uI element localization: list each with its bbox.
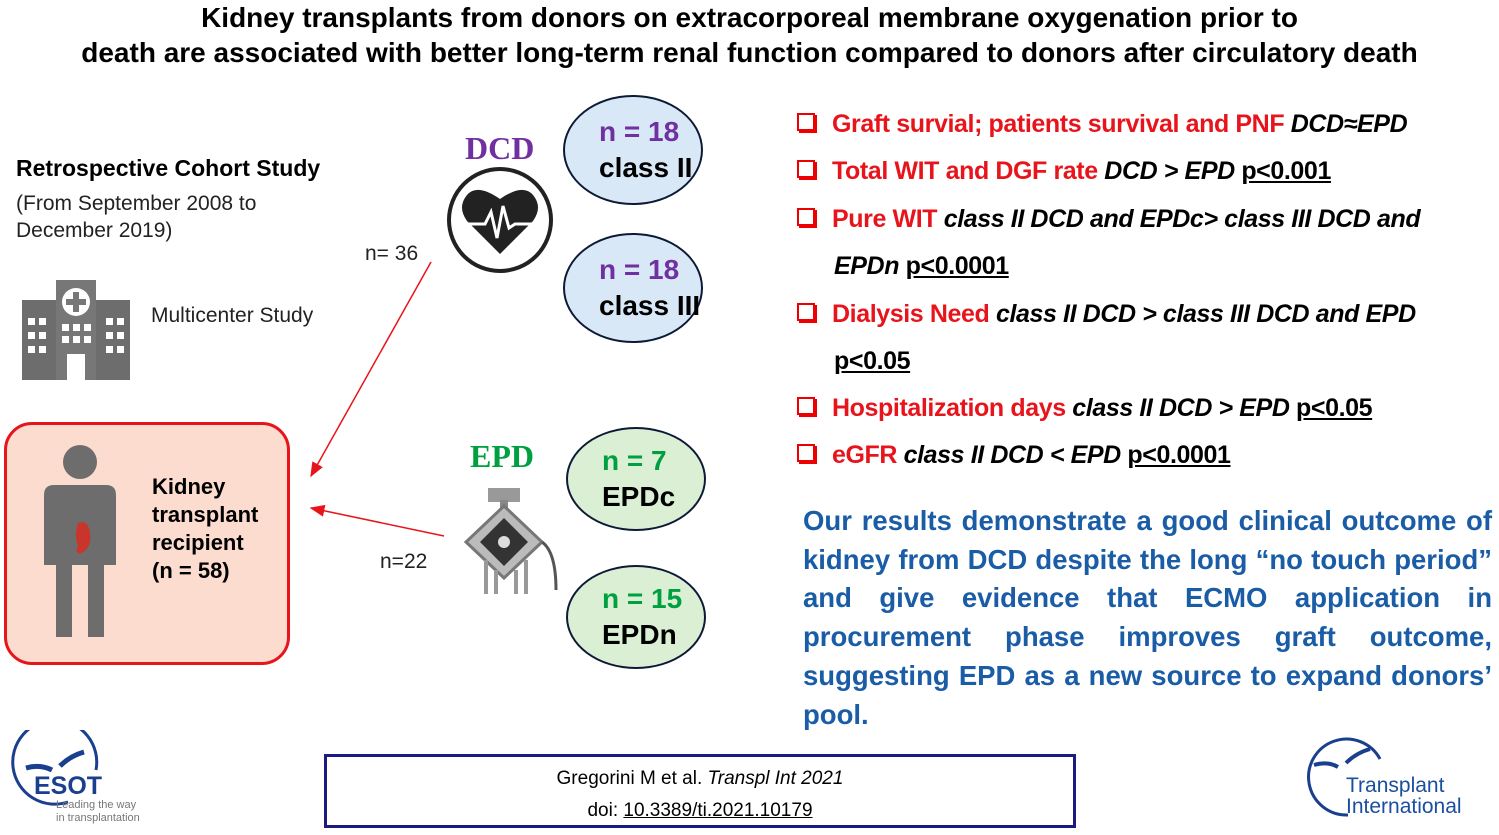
hospital-icon (22, 280, 130, 380)
arrows (309, 261, 445, 537)
person-icon (44, 445, 116, 637)
epd-count: n=22 (380, 550, 428, 573)
checkbox-icon (797, 208, 815, 226)
result-item: Hospitalization days class II DCD > EPD … (797, 394, 1373, 423)
result-item: Dialysis Need class II DCD > class III D… (797, 300, 1416, 329)
kidney-icon (76, 522, 91, 554)
study-period: (From September 2008 to December 2019) (16, 192, 257, 242)
epd-label: EPD (470, 438, 534, 474)
page-title: Kidney transplants from donors on extrac… (81, 2, 1418, 68)
heart-icon (447, 167, 553, 273)
doi-link[interactable]: 10.3389/ti.2021.10179 (623, 800, 813, 821)
checkbox-icon (797, 303, 815, 321)
checkbox-icon (797, 160, 815, 178)
result-continuation: EPDn p<0.0001 (834, 252, 1009, 280)
epd-arrow (309, 504, 445, 537)
result-continuation: p<0.05 (834, 347, 911, 375)
checkbox-icon (797, 397, 815, 415)
result-item: Total WIT and DGF rate DCD > EPD p<0.001 (797, 157, 1331, 186)
study-heading: Retrospective Cohort Study (16, 155, 321, 181)
checkbox-icon (797, 444, 815, 462)
ecmo-device-icon (463, 488, 558, 594)
conclusion: Our results demonstrate a good clinical … (803, 505, 1492, 730)
dcd-count: n= 36 (365, 242, 419, 265)
multicenter-label: Multicenter Study (151, 304, 314, 327)
result-item: Pure WIT class II DCD and EPDc> class II… (797, 205, 1421, 234)
result-item: eGFR class II DCD < EPD p<0.0001 (797, 441, 1231, 470)
dcd-arrow (310, 261, 432, 478)
result-item: Graft survial; patients survival and PNF… (797, 110, 1408, 139)
dcd-label: DCD (465, 130, 535, 166)
citation-box: Gregorini M et al. Transpl Int 2021 doi:… (324, 754, 1076, 828)
checkbox-icon (797, 113, 815, 131)
